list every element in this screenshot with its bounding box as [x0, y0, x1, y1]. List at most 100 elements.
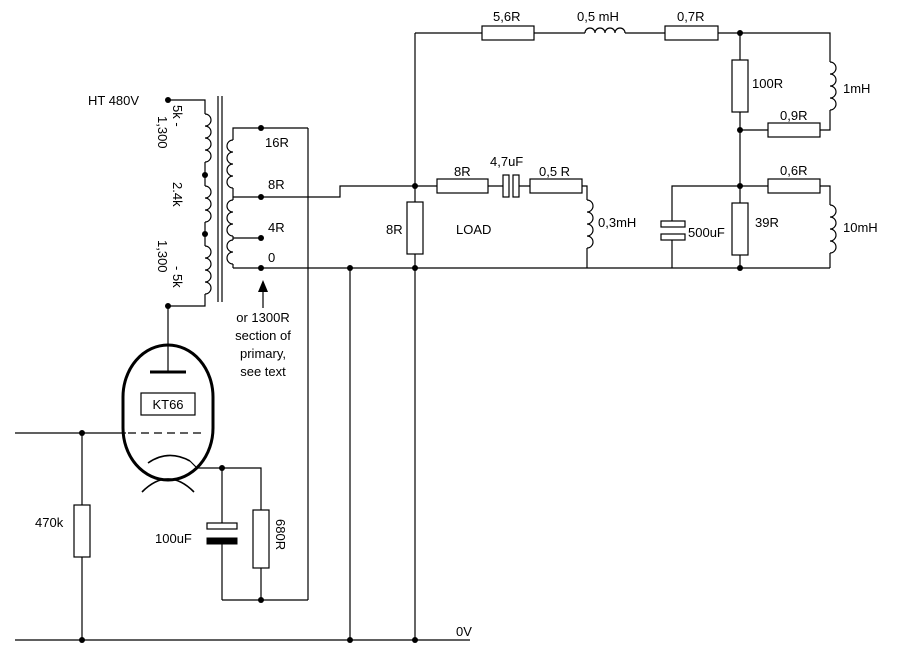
resistor-39r: [731, 202, 749, 256]
cathode-capacitor-plate-top: [206, 522, 238, 530]
grid-resistor-label: 470k: [35, 515, 64, 530]
inductor-10mh-label: 10mH: [843, 220, 878, 235]
cathode-capacitor-plate-bottom: [206, 537, 238, 545]
junction-dot: [258, 597, 264, 603]
top-branch-wire: [415, 32, 831, 131]
ht-supply-label: HT 480V: [88, 93, 139, 108]
capacitor-4-7uf-plate-left: [502, 174, 510, 198]
note-arrow-head: [258, 280, 268, 292]
junction-dot: [412, 265, 418, 271]
cathode-resistor-wire: [222, 128, 309, 601]
valve-envelope: [121, 343, 215, 482]
junction-dot: [219, 465, 225, 471]
cathode: [147, 454, 191, 464]
primary-label-middle: 2.4k: [170, 182, 185, 207]
secondary-coil-upper: [226, 139, 234, 189]
valve-label-box: [140, 392, 196, 416]
junction-dot: [258, 125, 264, 131]
primary-label-upper-b: 1,300: [155, 116, 170, 149]
junction-dot: [79, 637, 85, 643]
resistor-0-7r-label: 0,7R: [677, 9, 704, 24]
junction-dot: [258, 265, 264, 271]
transformer-core: [217, 96, 223, 302]
cathode-resistor: [252, 509, 270, 569]
resistor-0-9r-label: 0,9R: [780, 108, 807, 123]
cathode-capacitor-label: 100uF: [155, 531, 192, 546]
resistor-39r-label: 39R: [755, 215, 779, 230]
inductor-0-3mh-label: 0,3mH: [598, 215, 636, 230]
primary-label-lower-a: 1,300: [155, 240, 170, 273]
ground-label: 0V: [456, 624, 472, 639]
capacitor-500uf-plate-top: [660, 220, 686, 228]
resistor-100r: [731, 59, 749, 113]
junction-dot: [347, 265, 353, 271]
resistor-5-6r-label: 5,6R: [493, 9, 520, 24]
resistor-0-5r: [529, 178, 583, 194]
tap-4r-label: 4R: [268, 220, 285, 235]
load-resistor: [406, 201, 424, 255]
note-line-4: see text: [240, 364, 286, 379]
tap-0-label: 0: [268, 250, 275, 265]
junction-dot: [737, 183, 743, 189]
resistor-0-6r: [767, 178, 821, 194]
tap-16r-label: 16R: [265, 135, 289, 150]
note-line-2: section of: [235, 328, 291, 343]
load-label: LOAD: [456, 222, 491, 237]
junction-dot: [412, 637, 418, 643]
capacitor-4-7uf-label: 4,7uF: [490, 154, 523, 169]
resistor-5-6r: [481, 25, 535, 41]
secondary-winding-wire: [232, 127, 308, 268]
inductor-10mh: [829, 204, 837, 254]
valve-type-label: KT66: [152, 397, 183, 412]
lower-right-wire: [740, 185, 831, 268]
capacitor-500uf-plate-bottom: [660, 233, 686, 241]
tap-8r-label: 8R: [268, 177, 285, 192]
resistor-0-5r-label: 0,5 R: [539, 164, 570, 179]
inductor-0-5mh: [584, 27, 626, 34]
junction-dot: [79, 430, 85, 436]
resistor-0-6r-label: 0,6R: [780, 163, 807, 178]
tap-8r-wire: [233, 185, 415, 198]
primary-coil-middle: [204, 185, 212, 223]
cathode-resistor-label: 680R: [273, 519, 288, 550]
junction-dot: [737, 30, 743, 36]
series-branch-wire: [415, 185, 588, 268]
inductor-0-3mh: [586, 199, 594, 249]
inductor-1mh: [829, 61, 837, 111]
junction-dot: [737, 265, 743, 271]
resistor-100r-label: 100R: [752, 76, 783, 91]
resistor-8r-series-label: 8R: [454, 164, 471, 179]
junction-dot: [202, 172, 208, 178]
primary-label-lower-b: - 5k: [170, 266, 185, 288]
junction-dot: [165, 97, 171, 103]
junction-dot: [258, 235, 264, 241]
heater: [141, 478, 195, 493]
note-line-3: primary,: [240, 346, 286, 361]
capacitor-500uf-label: 500uF: [688, 225, 725, 240]
cathode-wire: [189, 460, 262, 510]
junction-dot: [347, 637, 353, 643]
resistor-0-7r: [664, 25, 719, 41]
junction-dots: [79, 30, 743, 643]
primary-label-upper-a: 5k -: [170, 105, 185, 127]
resistor-0-9r: [767, 122, 821, 138]
junction-dot: [737, 127, 743, 133]
capacitor-500uf-wire: [671, 185, 740, 268]
inductor-0-5mh-label: 0,5 mH: [577, 9, 619, 24]
capacitor-4-7uf-plate-right: [512, 174, 520, 198]
junction-dot: [202, 231, 208, 237]
resistor-8r-series: [436, 178, 489, 194]
grid-resistor: [73, 504, 91, 558]
load-resistor-label: 8R: [386, 222, 403, 237]
primary-coil-upper: [204, 113, 212, 163]
secondary-coil-lower: [226, 239, 234, 265]
inductor-1mh-label: 1mH: [843, 81, 870, 96]
primary-coil-lower: [204, 245, 212, 295]
junction-dot: [412, 183, 418, 189]
junction-dot: [258, 194, 264, 200]
junction-dot: [165, 303, 171, 309]
secondary-coil-middle: [226, 199, 234, 237]
note-line-1: or 1300R: [236, 310, 289, 325]
